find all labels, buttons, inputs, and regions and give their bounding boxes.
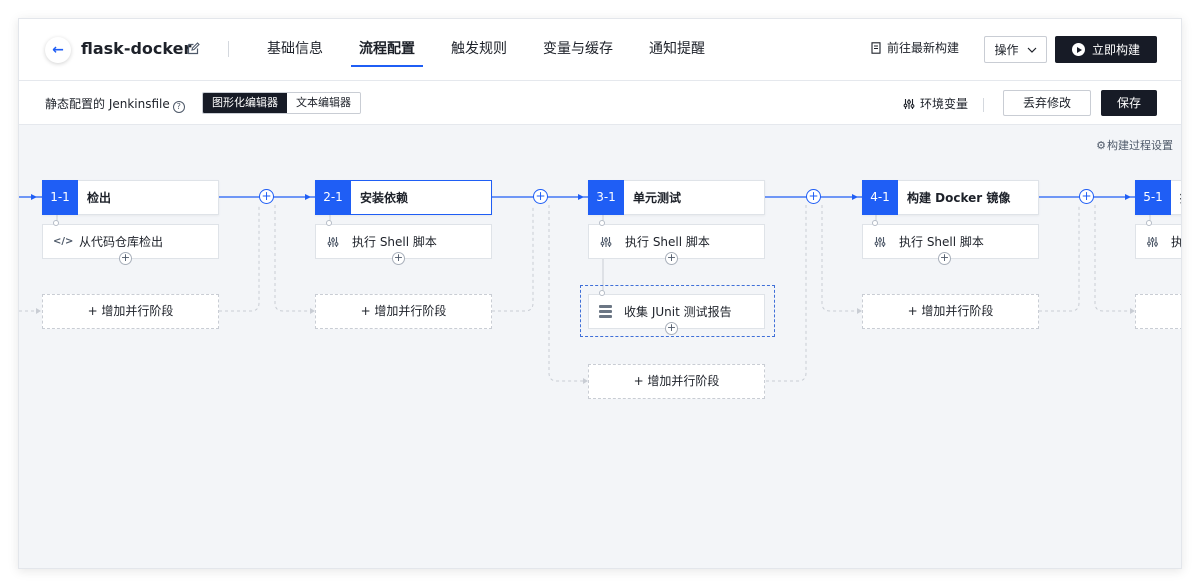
tab-basic-info[interactable]: 基础信息 bbox=[267, 41, 323, 57]
header-divider bbox=[228, 41, 229, 57]
step-label: 执 bbox=[1170, 235, 1182, 249]
text-editor-button[interactable]: 文本编辑器 bbox=[287, 93, 360, 113]
stage-title: 构建 Docker 镜像 bbox=[907, 191, 1011, 205]
stage-number: 5-1 bbox=[1135, 180, 1171, 215]
step-label: 执行 Shell 脚本 bbox=[899, 235, 984, 249]
step-card[interactable]: 执行 Shell 脚本 bbox=[862, 224, 1039, 259]
add-parallel-stage-button[interactable]: + 增加并行阶段 bbox=[862, 294, 1039, 329]
stage-card[interactable]: 5-1 推 bbox=[1135, 180, 1181, 215]
add-step-button[interactable]: + bbox=[665, 321, 678, 335]
build-now-button[interactable]: 立即构建 bbox=[1055, 36, 1157, 63]
env-vars-label: 环境变量 bbox=[920, 97, 969, 111]
build-now-label: 立即构建 bbox=[1091, 43, 1140, 57]
build-process-settings-label: 构建过程设置 bbox=[1107, 139, 1173, 152]
add-parallel-stage-button[interactable]: + 增加并行阶段 bbox=[42, 294, 219, 329]
stage-card[interactable]: 1-1 检出 bbox=[42, 180, 219, 215]
step-card[interactable]: 执 bbox=[1135, 224, 1182, 259]
toolbar-divider bbox=[983, 98, 984, 112]
stage-card[interactable]: 2-1 安装依赖 bbox=[315, 180, 492, 215]
operations-label: 操作 bbox=[994, 43, 1019, 57]
step-card[interactable]: 收集 JUnit 测试报告 bbox=[588, 294, 765, 329]
step-label: 执行 Shell 脚本 bbox=[625, 235, 710, 249]
add-stage-button[interactable]: + bbox=[806, 189, 821, 204]
arrow-left-icon: ← bbox=[52, 42, 64, 58]
stage-number: 1-1 bbox=[42, 180, 78, 215]
help-icon[interactable]: ? bbox=[172, 101, 185, 113]
step-connector-dot bbox=[599, 290, 605, 296]
document-icon bbox=[871, 41, 881, 54]
graphic-editor-button[interactable]: 图形化编辑器 bbox=[203, 93, 287, 113]
sliders-icon bbox=[327, 236, 339, 247]
step-connector-dot bbox=[1146, 220, 1152, 226]
env-vars-button[interactable]: 环境变量 bbox=[903, 95, 968, 112]
sliders-icon bbox=[600, 236, 612, 247]
sliders-icon bbox=[1147, 236, 1158, 247]
stage-card[interactable]: 4-1 构建 Docker 镜像 bbox=[862, 180, 1039, 215]
add-parallel-stage-button[interactable] bbox=[1135, 294, 1181, 329]
latest-build-link[interactable]: 前往最新构建 bbox=[871, 39, 959, 56]
add-step-button[interactable]: + bbox=[938, 251, 951, 265]
app-window: ← flask-docker 基础信息 流程配置 触发规则 变量与缓存 通知提醒… bbox=[18, 18, 1182, 569]
latest-build-label: 前往最新构建 bbox=[887, 41, 960, 55]
static-config-text: 静态配置的 Jenkinsfile bbox=[45, 97, 170, 111]
add-parallel-stage-button[interactable]: + 增加并行阶段 bbox=[588, 364, 765, 399]
chevron-down-icon bbox=[1027, 47, 1036, 53]
step-label: 从代码仓库检出 bbox=[79, 235, 164, 249]
stage-number: 2-1 bbox=[315, 180, 351, 215]
add-step-button[interactable]: + bbox=[392, 251, 405, 265]
step-label: 收集 JUnit 测试报告 bbox=[624, 305, 732, 319]
save-button[interactable]: 保存 bbox=[1101, 90, 1157, 116]
main-tabs: 基础信息 流程配置 触发规则 变量与缓存 通知提醒 bbox=[249, 19, 723, 81]
add-step-button[interactable]: + bbox=[119, 251, 132, 265]
project-name: flask-docker bbox=[81, 39, 192, 58]
step-connector-dot bbox=[872, 220, 878, 226]
stage-title: 检出 bbox=[87, 191, 112, 205]
back-button[interactable]: ← bbox=[45, 37, 71, 63]
add-parallel-stage-button[interactable]: + 增加并行阶段 bbox=[315, 294, 492, 329]
step-connector-dot bbox=[326, 220, 332, 226]
add-stage-button[interactable]: + bbox=[259, 189, 274, 204]
selected-step-outline bbox=[580, 285, 775, 337]
pipeline-canvas: ⚙构建过程设置 bbox=[19, 126, 1182, 568]
tab-variables-cache[interactable]: 变量与缓存 bbox=[543, 41, 613, 57]
add-stage-button[interactable]: + bbox=[533, 189, 548, 204]
stage-title: 安装依赖 bbox=[360, 191, 409, 205]
step-connector-dot bbox=[53, 220, 59, 226]
page-header: ← flask-docker 基础信息 流程配置 触发规则 变量与缓存 通知提醒… bbox=[19, 19, 1181, 81]
tab-pipeline-config[interactable]: 流程配置 bbox=[351, 19, 423, 81]
gear-icon: ⚙ bbox=[1096, 139, 1106, 152]
sliders-icon bbox=[874, 236, 886, 247]
add-step-button[interactable]: + bbox=[665, 251, 678, 265]
stage-title: 单元测试 bbox=[633, 191, 682, 205]
step-card[interactable]: </> 从代码仓库检出 bbox=[42, 224, 219, 259]
database-icon bbox=[599, 305, 612, 318]
static-config-label: 静态配置的 Jenkinsfile? bbox=[45, 95, 185, 113]
tab-notifications[interactable]: 通知提醒 bbox=[649, 41, 705, 57]
stage-number: 3-1 bbox=[588, 180, 624, 215]
editor-mode-switch: 图形化编辑器 文本编辑器 bbox=[202, 92, 361, 114]
edit-icon[interactable] bbox=[187, 42, 200, 55]
sliders-icon bbox=[903, 98, 915, 109]
stage-title: 推 bbox=[1171, 189, 1181, 206]
stage-number: 4-1 bbox=[862, 180, 898, 215]
stage-card[interactable]: 3-1 单元测试 bbox=[588, 180, 765, 215]
step-connector-dot bbox=[599, 220, 605, 226]
operations-dropdown[interactable]: 操作 bbox=[984, 36, 1047, 63]
code-icon: </> bbox=[53, 236, 74, 247]
discard-changes-button[interactable]: 丢弃修改 bbox=[1003, 90, 1091, 116]
tab-trigger-rules[interactable]: 触发规则 bbox=[451, 41, 507, 57]
step-card[interactable]: 执行 Shell 脚本 bbox=[315, 224, 492, 259]
editor-toolbar: 静态配置的 Jenkinsfile? 图形化编辑器 文本编辑器 环境变量 丢弃修… bbox=[19, 81, 1181, 125]
play-icon bbox=[1071, 43, 1085, 56]
build-process-settings-link[interactable]: ⚙构建过程设置 bbox=[1096, 137, 1173, 153]
add-stage-button[interactable]: + bbox=[1079, 189, 1094, 204]
step-label: 执行 Shell 脚本 bbox=[352, 235, 437, 249]
